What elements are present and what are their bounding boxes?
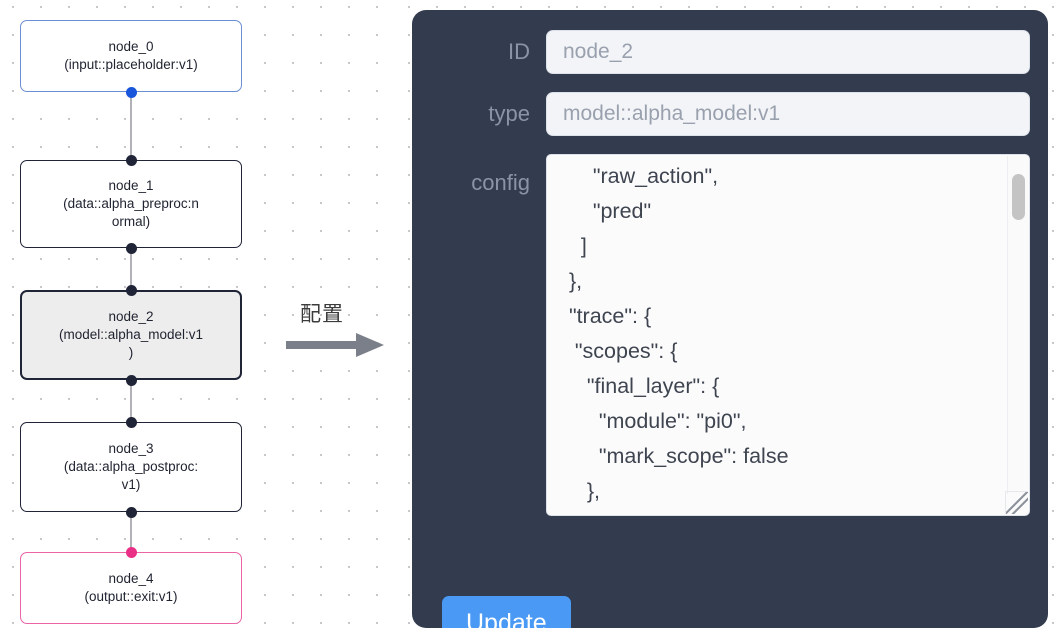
edge-node3-node4 <box>130 512 132 552</box>
handle-target-node_4[interactable] <box>125 546 137 558</box>
config-textarea-wrapper[interactable]: "raw_action", "pred" ] }, "trace": { "sc… <box>546 154 1030 516</box>
flow-node-label: node_3 (data::alpha_postproc: v1) <box>63 441 199 492</box>
flow-node-node_0[interactable]: node_0 (input::placeholder:v1) <box>20 20 242 92</box>
flow-node-label: node_0 (input::placeholder:v1) <box>64 39 198 72</box>
field-row-type: type model::alpha_model:v1 <box>430 92 1030 136</box>
flow-node-label: node_2 (model::alpha_model:v1 ) <box>58 309 204 360</box>
node-config-panel: ID node_2 type model::alpha_model:v1 con… <box>412 10 1048 628</box>
field-row-config: config "raw_action", "pred" ] }, "trace"… <box>430 154 1030 516</box>
handle-target-node_3[interactable] <box>125 416 137 428</box>
transition-annotation: 配置 <box>286 298 398 368</box>
handle-source-node_2[interactable] <box>125 374 137 386</box>
type-label: type <box>488 101 530 126</box>
flow-node-node_1[interactable]: node_1 (data::alpha_preproc:n ormal) <box>20 160 242 248</box>
field-row-id: ID node_2 <box>430 30 1030 74</box>
config-resize-grip-icon[interactable] <box>1005 491 1028 514</box>
handle-source-node_1[interactable] <box>125 242 137 254</box>
flow-canvas[interactable]: node_0 (input::placeholder:v1) node_1 (d… <box>0 0 398 643</box>
flow-node-node_4[interactable]: node_4 (output::exit:v1) <box>20 552 242 624</box>
handle-target-node_1[interactable] <box>125 154 137 166</box>
flow-node-node_3[interactable]: node_3 (data::alpha_postproc: v1) <box>20 422 242 512</box>
config-label: config <box>471 170 530 195</box>
update-button[interactable]: Update <box>442 596 571 628</box>
flow-node-label: node_1 (data::alpha_preproc:n ormal) <box>63 178 199 229</box>
edge-node2-node3 <box>130 380 132 422</box>
config-scrollbar-thumb[interactable] <box>1012 174 1025 220</box>
type-input[interactable]: model::alpha_model:v1 <box>546 92 1030 136</box>
handle-source-node_3[interactable] <box>125 506 137 518</box>
config-textarea[interactable]: "raw_action", "pred" ] }, "trace": { "sc… <box>568 164 789 503</box>
edge-node0-node1 <box>130 92 132 160</box>
transition-label: 配置 <box>300 302 344 326</box>
handle-source-node_0[interactable] <box>125 86 137 98</box>
id-label: ID <box>508 39 530 64</box>
handle-target-node_2[interactable] <box>125 284 137 296</box>
edge-node1-node2 <box>130 248 132 290</box>
right-arrow-icon <box>286 333 384 357</box>
config-scrollbar[interactable] <box>1007 156 1028 494</box>
flow-node-label: node_4 (output::exit:v1) <box>84 571 178 604</box>
id-input[interactable]: node_2 <box>546 30 1030 74</box>
flow-node-node_2[interactable]: node_2 (model::alpha_model:v1 ) <box>20 290 242 380</box>
